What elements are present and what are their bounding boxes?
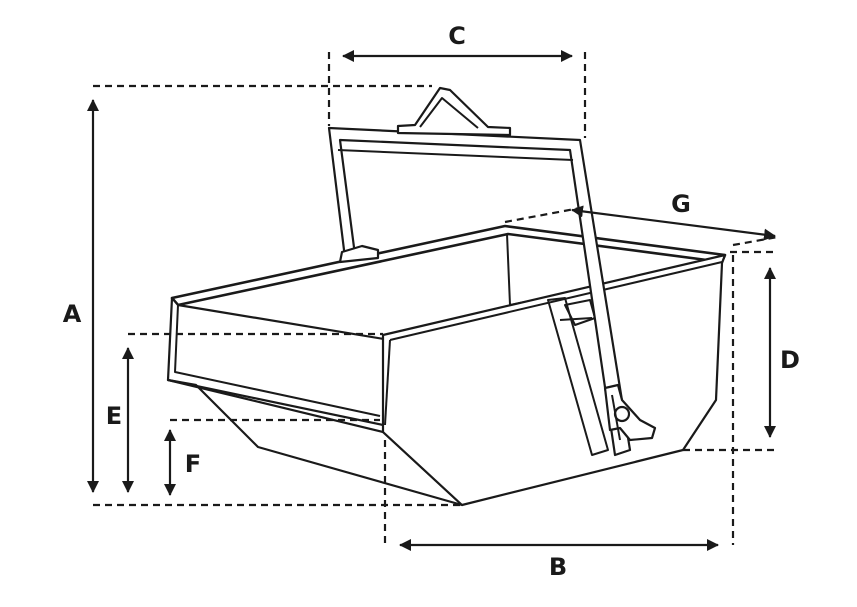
skip-container xyxy=(166,224,727,507)
label-f: F xyxy=(185,450,201,478)
label-b: B xyxy=(549,553,567,581)
dimension-extensions xyxy=(93,52,779,545)
skip-bracket xyxy=(547,297,609,456)
label-e: E xyxy=(106,402,122,430)
label-d: D xyxy=(780,346,800,374)
label-a: A xyxy=(63,300,82,328)
skip-lid-arm xyxy=(327,86,657,457)
label-c: C xyxy=(448,22,466,50)
dimension-labels: A B C D E F G xyxy=(63,22,800,581)
lid-hinge xyxy=(338,244,380,264)
skip-front-panel xyxy=(381,253,727,507)
label-g: G xyxy=(671,190,691,218)
lid-handle xyxy=(396,86,512,137)
skip-bottom-left xyxy=(166,378,464,507)
dimension-arrows xyxy=(87,50,776,551)
dim-g-arrow xyxy=(571,205,776,241)
